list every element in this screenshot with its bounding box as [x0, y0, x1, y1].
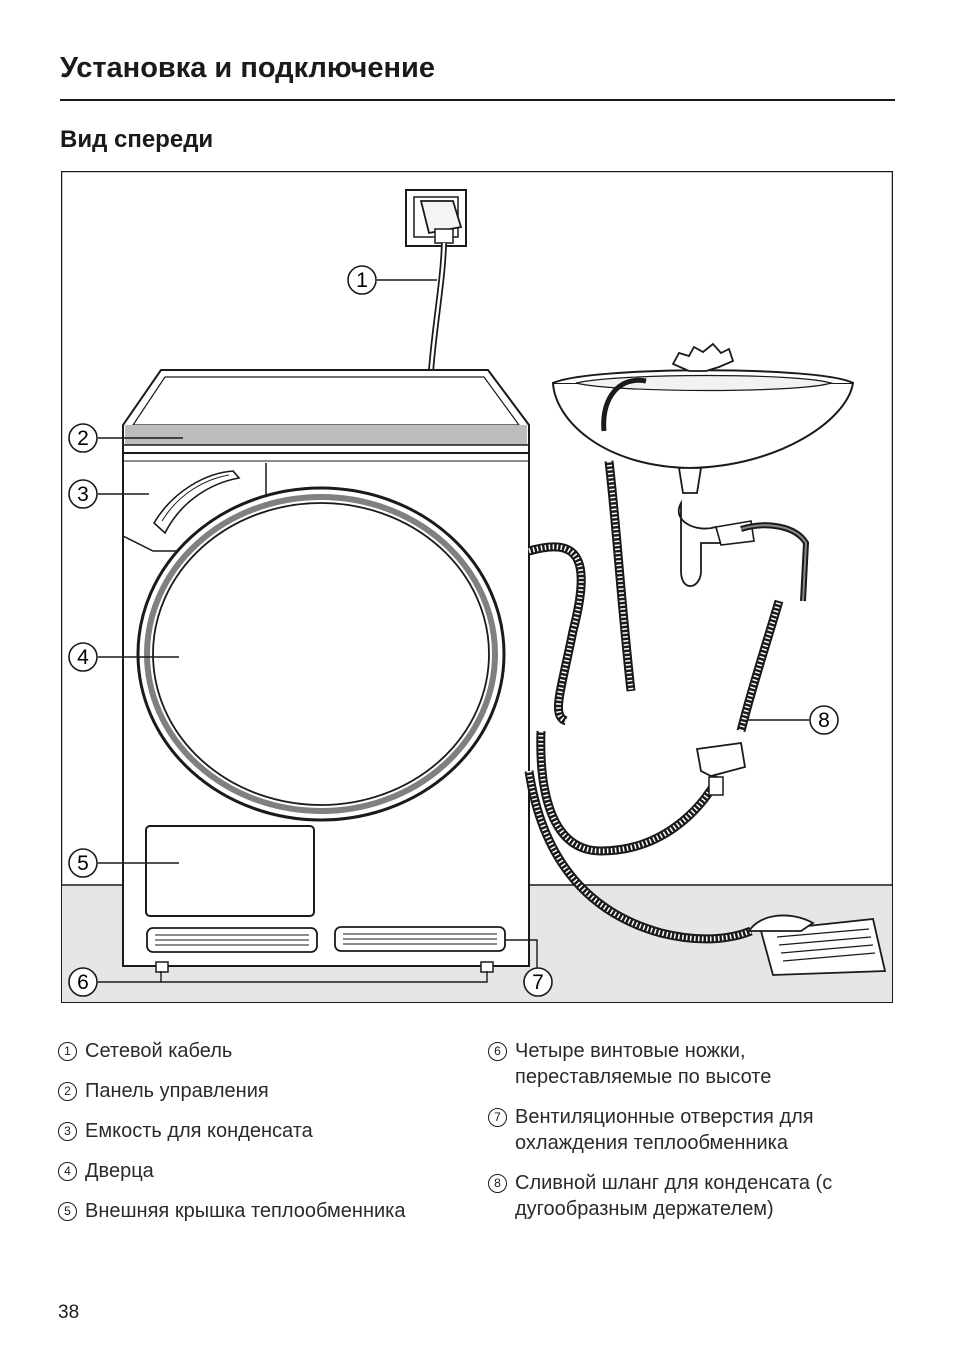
legend-number: 8	[488, 1174, 507, 1193]
drain-hose	[524, 542, 784, 944]
legend-number: 1	[58, 1042, 77, 1061]
callout-2: 2	[68, 423, 98, 453]
legend-text: Сетевой кабель	[85, 1040, 233, 1062]
legend-item: 5 Внешняя крышка теплообменника	[58, 1198, 468, 1224]
ventilation-grille-left	[146, 927, 318, 953]
svg-text:7: 7	[532, 971, 544, 994]
heat-exchanger-cover	[145, 825, 315, 917]
legend-text: Сливной шланг для конденсата (с дугообра…	[515, 1172, 833, 1220]
legend-number: 5	[58, 1202, 77, 1221]
foot	[480, 961, 494, 973]
legend-left-column: 1 Сетевой кабель 2 Панель управления 3 Е…	[58, 1038, 468, 1238]
dryer-front-view-illustration: 1 2 3 4 5 6 7 8	[61, 171, 893, 1003]
legend-item: 4 Дверца	[58, 1158, 468, 1184]
legend-item: 1 Сетевой кабель	[58, 1038, 468, 1064]
legend-item: 7 Вентиляционные отверстия для охлаждени…	[488, 1104, 898, 1156]
legend-text: Вентиляционные отверстия для охлаждения …	[515, 1106, 814, 1154]
legend-item: 6 Четыре винтовые ножки, переставляемые …	[488, 1038, 898, 1090]
legend-text: Дверца	[85, 1160, 154, 1182]
svg-text:2: 2	[77, 427, 89, 450]
legend-text: Внешняя крышка теплообменника	[85, 1200, 406, 1222]
legend-number: 6	[488, 1042, 507, 1061]
callout-1: 1	[347, 265, 377, 295]
siphon	[678, 499, 723, 587]
svg-text:3: 3	[77, 483, 89, 506]
legend-number: 2	[58, 1082, 77, 1101]
legend-text: Четыре винтовые ножки, переставляемые по…	[515, 1040, 772, 1088]
svg-text:6: 6	[77, 971, 89, 994]
legend-number: 7	[488, 1108, 507, 1127]
legend-right-column: 6 Четыре винтовые ножки, переставляемые …	[488, 1038, 898, 1236]
title-rule	[60, 99, 895, 101]
callout-4: 4	[68, 642, 98, 672]
condensate-container-handle	[152, 470, 241, 535]
dryer-body	[122, 369, 530, 973]
svg-text:8: 8	[818, 709, 830, 732]
svg-text:5: 5	[77, 852, 89, 875]
ventilation-grille-right	[334, 926, 506, 952]
control-panel	[125, 425, 527, 445]
wall-socket	[405, 189, 467, 247]
callout-8: 8	[809, 705, 839, 735]
legend-text: Панель управления	[85, 1080, 269, 1102]
svg-text:1: 1	[356, 269, 368, 292]
legend-number: 3	[58, 1122, 77, 1141]
faucet	[671, 342, 735, 372]
callout-3: 3	[68, 479, 98, 509]
page-number: 38	[58, 1302, 80, 1323]
foot	[155, 961, 169, 973]
section-title: Вид спереди	[60, 126, 214, 153]
legend-number: 4	[58, 1162, 77, 1181]
floor-drain	[747, 914, 887, 976]
hose-connector	[695, 741, 747, 796]
inlet-hose-inside-sink	[601, 377, 647, 692]
callout-7: 7	[523, 967, 553, 997]
legend-text: Емкость для конденсата	[85, 1120, 313, 1142]
legend-item: 8 Сливной шланг для конденсата (с дугооб…	[488, 1170, 898, 1222]
svg-text:4: 4	[77, 646, 89, 669]
callout-5: 5	[68, 848, 98, 878]
page-title: Установка и подключение	[60, 52, 435, 84]
callout-6: 6	[68, 967, 98, 997]
legend-item: 3 Емкость для конденсата	[58, 1118, 468, 1144]
legend-item: 2 Панель управления	[58, 1078, 468, 1104]
